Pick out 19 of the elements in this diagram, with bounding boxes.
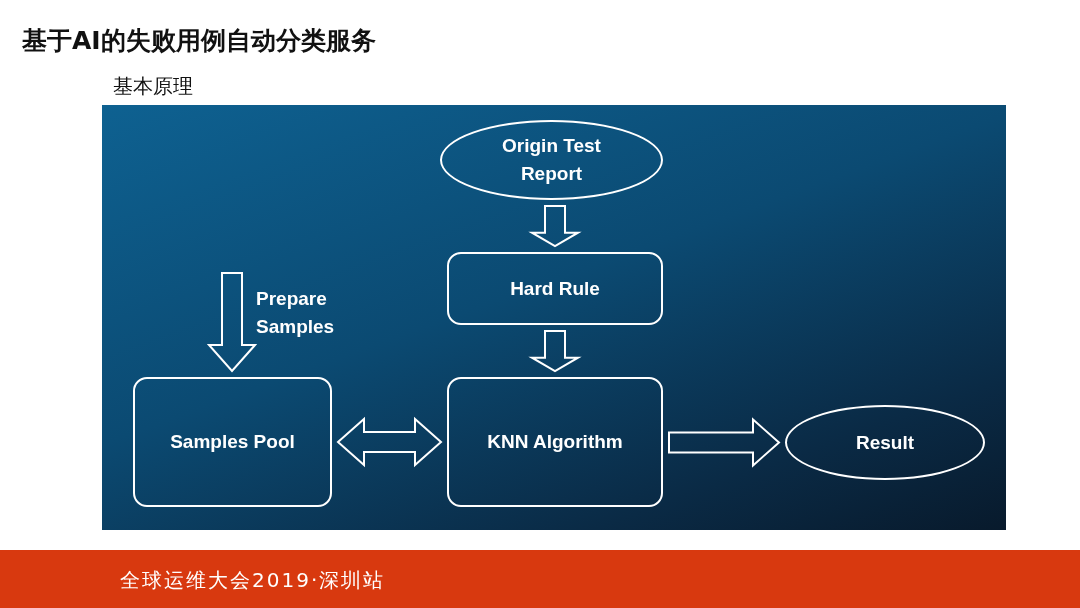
process-box xyxy=(133,377,332,507)
node-label: Hard Rule xyxy=(510,276,600,301)
node-label: Origin Test Report xyxy=(501,134,602,186)
process-box xyxy=(447,252,663,325)
block-arrow xyxy=(528,205,582,248)
node-label: Samples Pool xyxy=(170,430,295,454)
block-arrow xyxy=(668,417,781,468)
node-label: KNN Algorithm xyxy=(487,430,623,454)
footer-text: 全球运维大会2019·深圳站 xyxy=(120,567,386,594)
block-arrow xyxy=(528,330,582,373)
terminal-ellipse xyxy=(785,405,985,480)
process-box xyxy=(447,377,663,507)
block-arrow xyxy=(336,416,443,468)
block-arrow xyxy=(206,272,258,373)
section-heading: 基本原理 xyxy=(113,73,193,100)
edge-label: Prepare Samples xyxy=(256,287,336,339)
node-label: Result xyxy=(855,430,915,455)
slide-title: 基于AI的失败用例自动分类服务 xyxy=(22,25,376,57)
terminal-ellipse xyxy=(440,120,663,200)
